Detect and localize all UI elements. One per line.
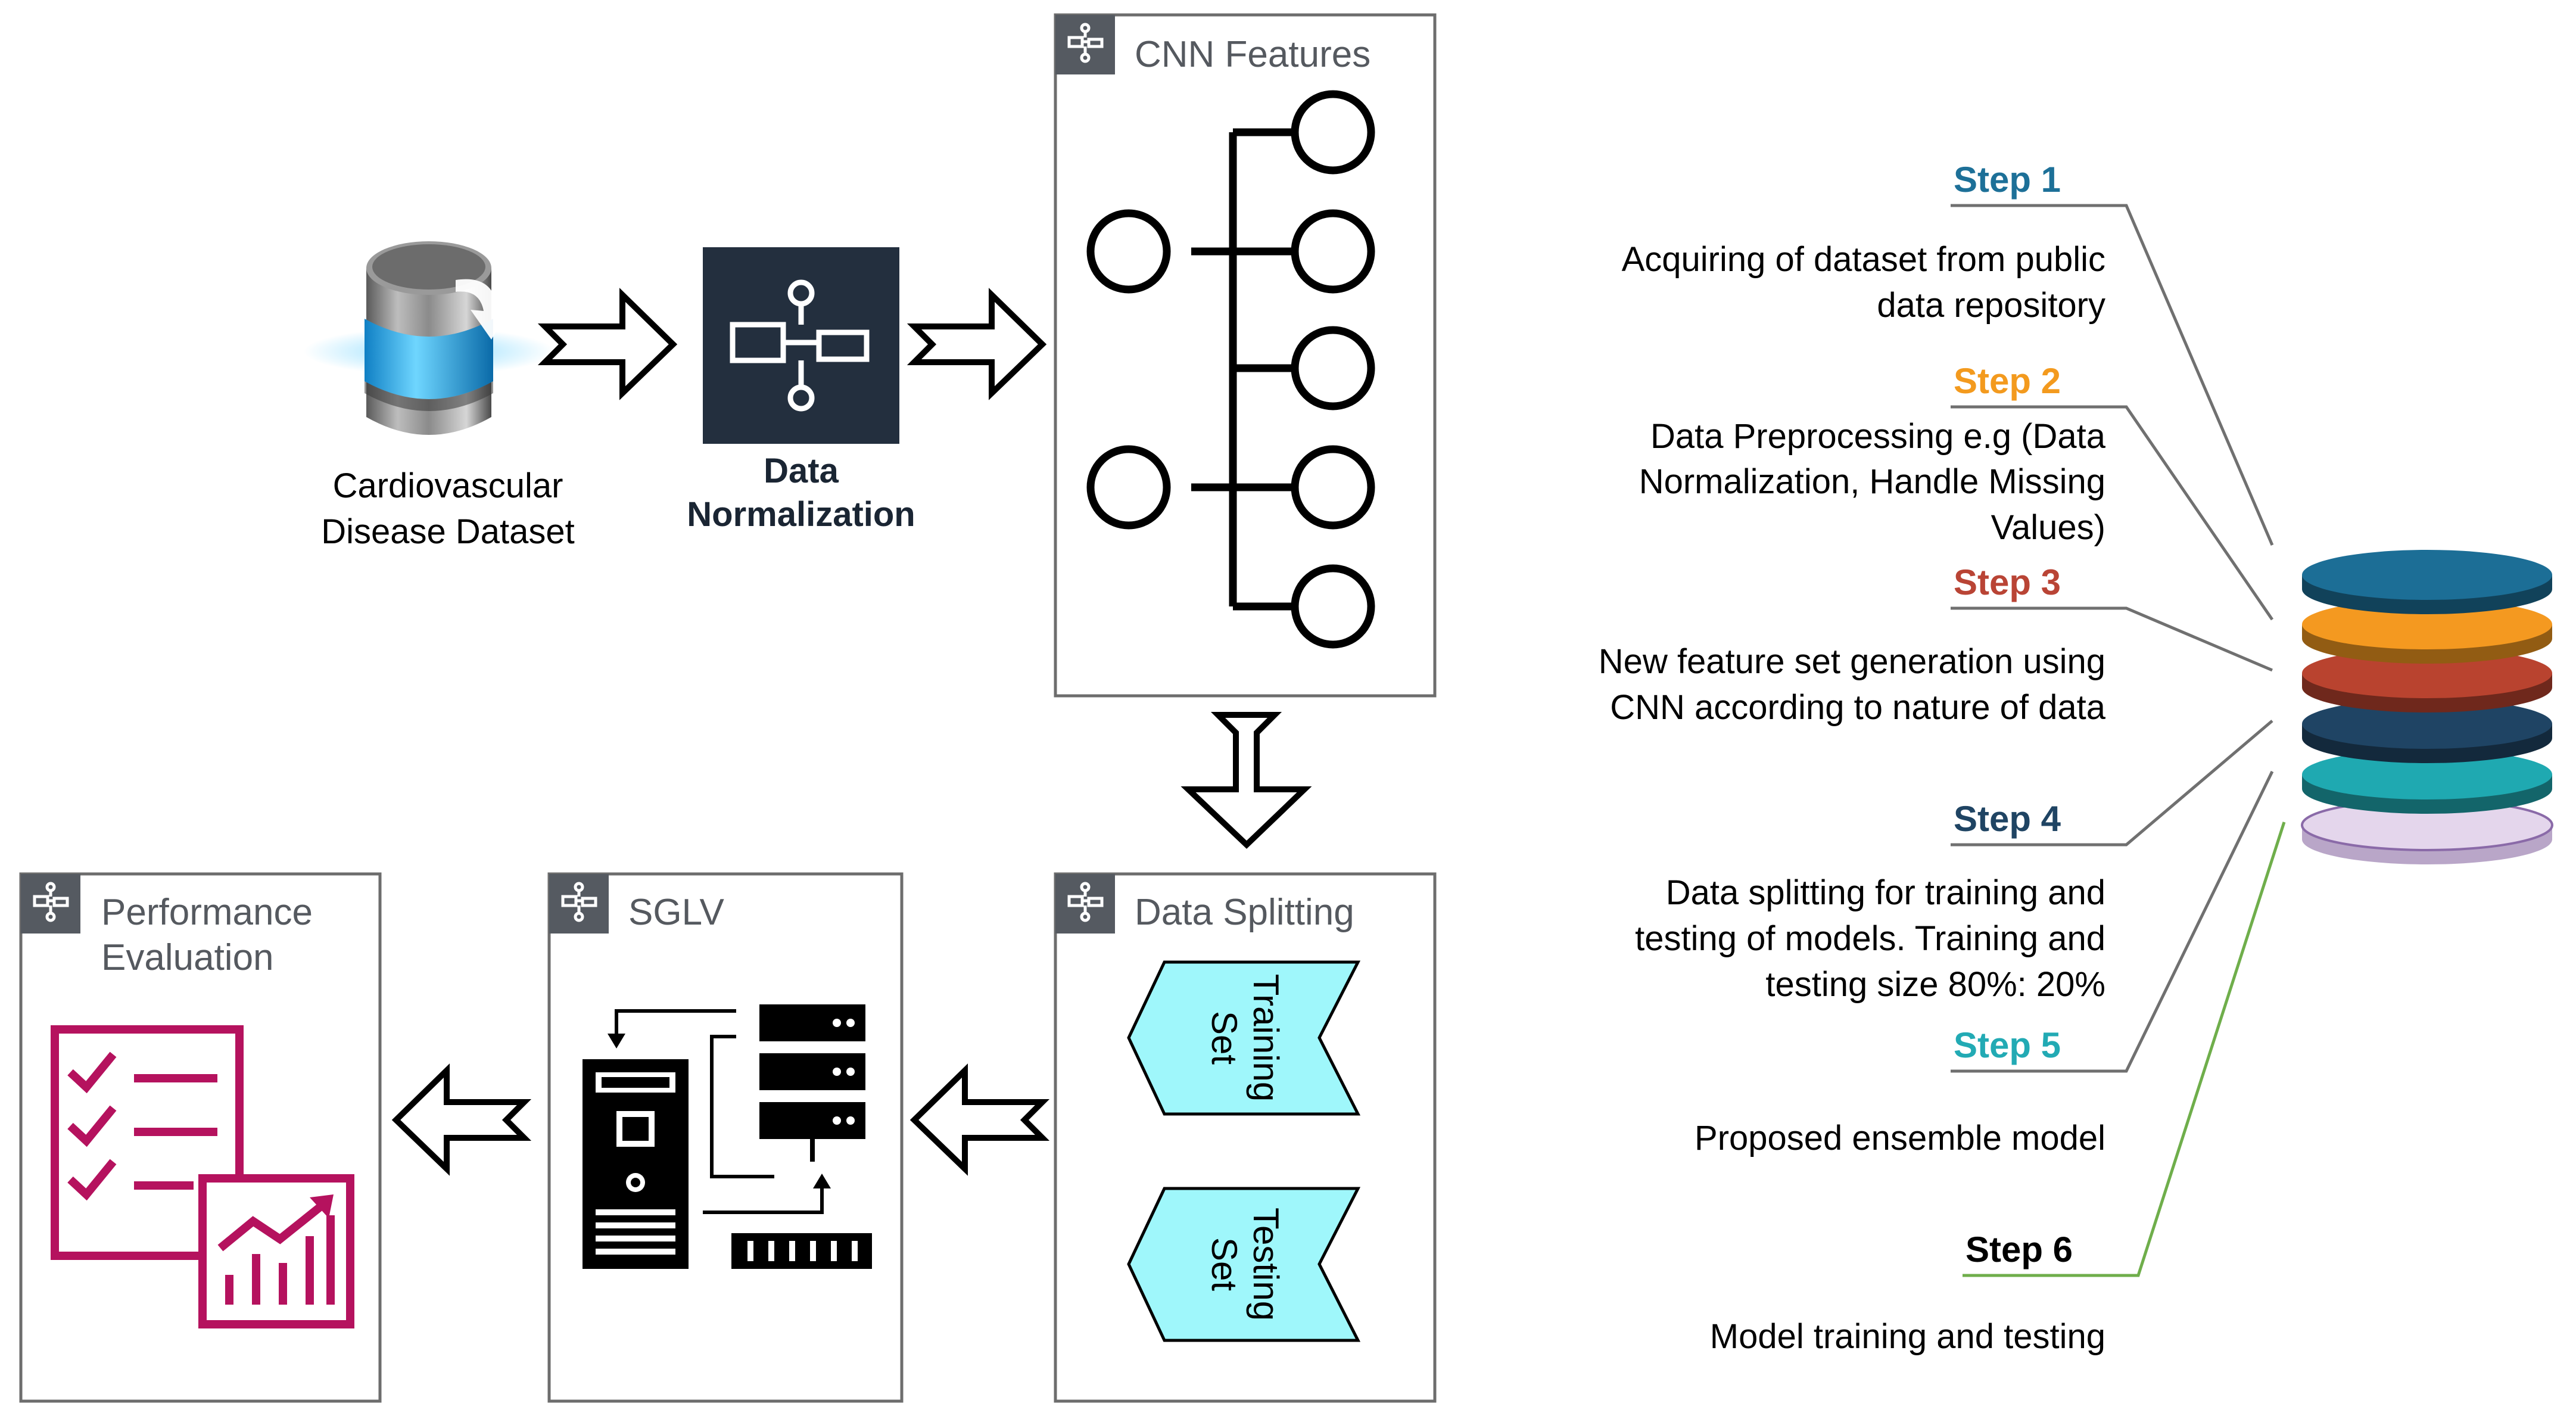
performance-group-icon [21,874,80,934]
normalization-label-line1: Data [764,452,839,490]
step-connector-line [1951,204,2274,546]
database-icon [304,241,554,435]
svg-text:Testing: Testing [1246,1208,1286,1321]
step-description: Data Preprocessing e.g (Data [1650,417,2106,456]
checklist-chart-icon [51,1025,354,1328]
disc-top [2302,749,2552,799]
performance-title-line2: Evaluation [101,937,274,978]
testing-set-label: Testing Set [1204,1208,1286,1321]
training-set-chevron [1127,960,1361,1116]
normalization-label-line2: Normalization [687,495,915,534]
step-description: Values) [1991,508,2105,547]
network-icon [1086,90,1375,649]
arrow-right-2 [907,288,1047,400]
step-connector-line [1951,720,2273,847]
arrow-right-1 [537,288,678,400]
arrow-left-1 [909,1063,1050,1176]
step-description: CNN according to nature of data [1610,688,2106,727]
disc-top [2302,699,2552,749]
svg-text:Training: Training [1246,974,1286,1102]
step-connector-line [1951,606,2273,672]
svg-text:Set: Set [1204,1237,1244,1291]
step-label: Step 6 [1966,1230,2073,1269]
step-description: Data splitting for training and [1666,873,2105,912]
step-connector-line [1951,405,2274,621]
svg-text:Set: Set [1204,1011,1244,1065]
performance-title-line1: Performance [101,892,313,933]
cnn-box [1054,13,1437,698]
sglv-title: SGLV [628,892,724,933]
arrow-down [1180,712,1312,849]
step-description: Acquiring of dataset from public [1622,240,2105,279]
training-set-label: Training Set [1204,974,1286,1102]
step-label: Step 4 [1954,799,2061,839]
step-label: Step 1 [1954,160,2061,200]
step-label: Step 3 [1954,562,2061,602]
step-label: Step 5 [1954,1025,2061,1065]
steps-legend: Step 1 Acquiring of dataset from public da… [1599,160,2286,1356]
step-description: Proposed ensemble model [1695,1119,2105,1157]
dataset-label-line2: Disease Dataset [321,512,575,551]
sglv-group-icon [549,874,609,934]
disc-top [2302,648,2552,698]
dataset-label-line1: Cardiovascular [333,466,563,505]
splitting-title: Data Splitting [1135,892,1354,933]
splitting-group-icon [1055,874,1115,934]
step-connector-line [1963,822,2286,1277]
layer-stack-icon [2301,550,2553,864]
step-description: testing size 80%: 20% [1765,965,2105,1004]
arrow-left-2 [391,1063,532,1176]
step-description: data repository [1877,286,2105,325]
step-connector-line [1951,770,2274,1073]
cnn-group-icon [1055,15,1115,74]
disc-top [2302,550,2552,600]
server-icon [583,1004,872,1269]
step-description: New feature set generation using [1599,642,2105,681]
flow-icon [730,279,870,412]
step-description: Model training and testing [1710,1317,2105,1356]
cnn-title: CNN Features [1135,34,1370,75]
testing-set-chevron [1127,1187,1361,1342]
step-description: testing of models. Training and [1635,919,2105,958]
step-label: Step 2 [1954,361,2061,401]
disc-top [2302,599,2552,649]
step-description: Normalization, Handle Missing [1639,462,2105,501]
